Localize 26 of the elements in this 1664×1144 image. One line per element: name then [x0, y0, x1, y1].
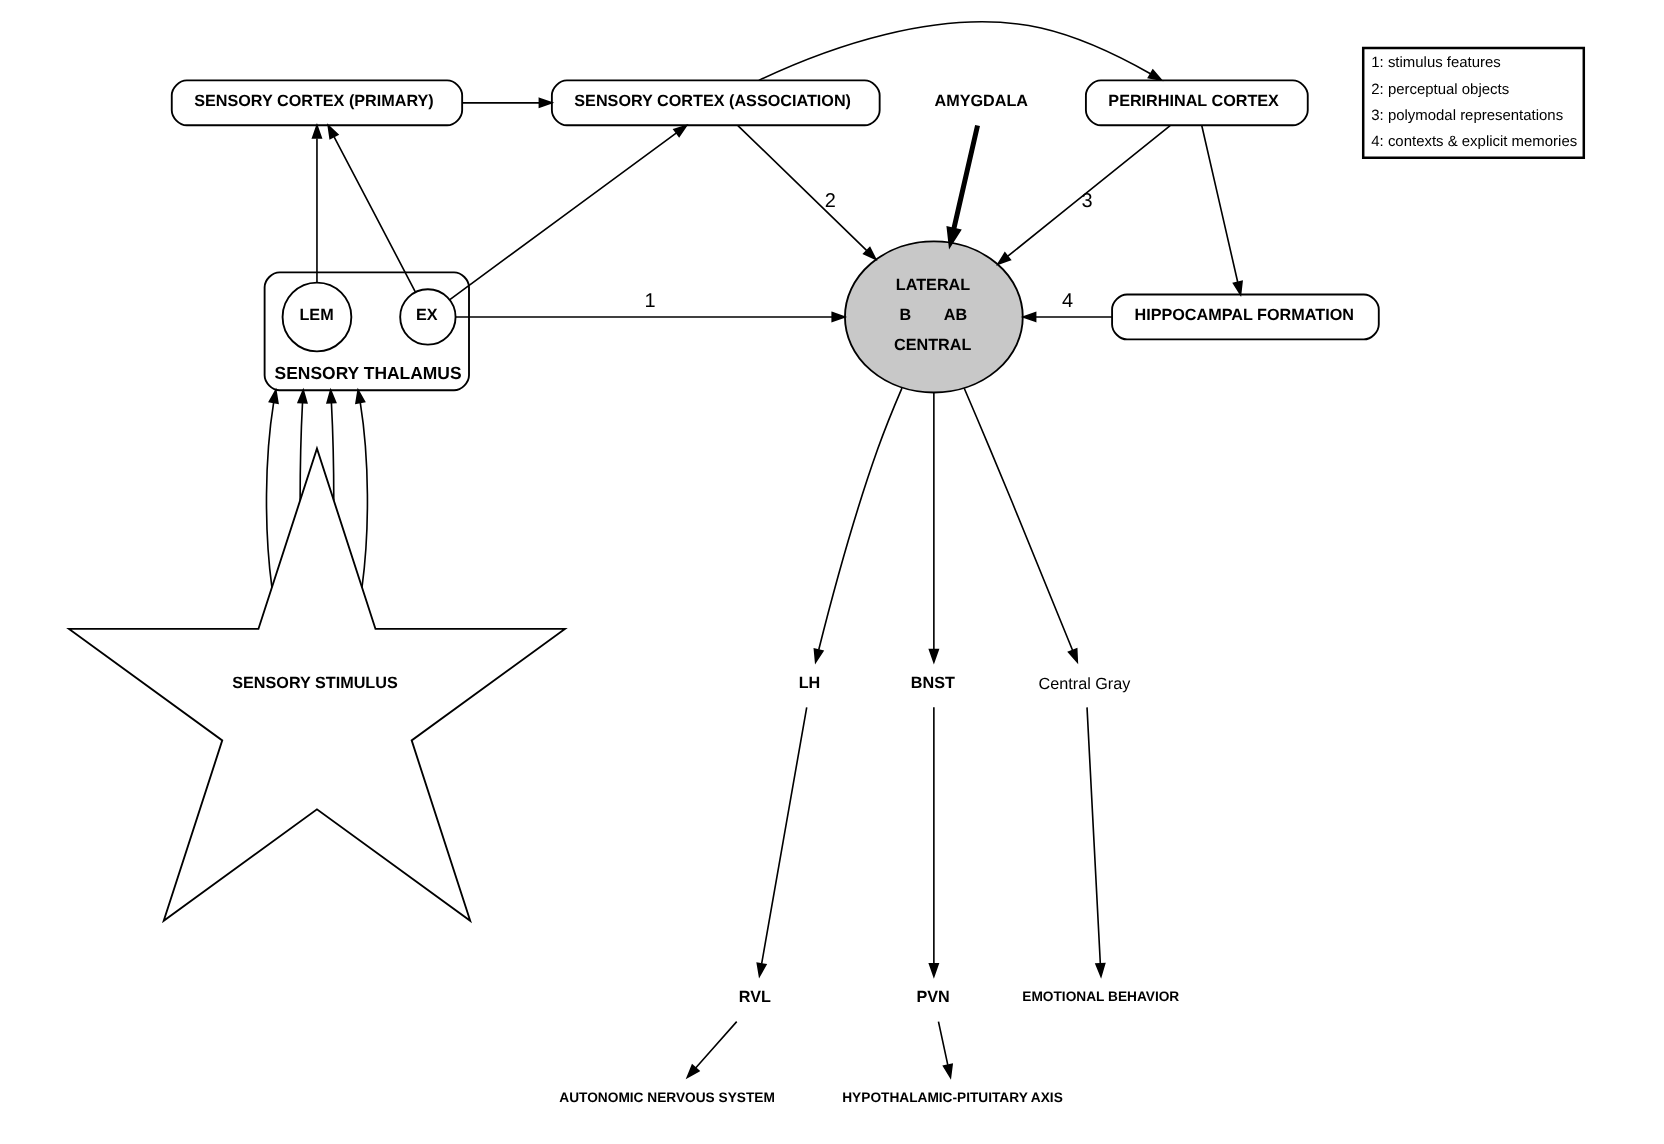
edge-label: 4 — [1061, 290, 1074, 313]
arrow — [1200, 124, 1243, 297]
edge-label: 1 — [644, 290, 656, 313]
arrow — [449, 124, 689, 301]
arrow — [325, 387, 337, 502]
arrow — [996, 124, 1171, 266]
arrow — [756, 706, 808, 979]
edge-label: 2 — [824, 191, 836, 214]
arrow — [758, 21, 1164, 82]
arrow — [685, 1020, 738, 1080]
arrow — [1086, 706, 1106, 979]
arrow — [1020, 311, 1113, 323]
arrow — [355, 387, 369, 589]
arrow — [928, 392, 940, 665]
arrow — [737, 124, 878, 262]
arrow — [937, 1020, 954, 1080]
arrow — [813, 387, 903, 665]
arrow — [327, 123, 417, 294]
arrow — [461, 97, 555, 109]
arrow — [454, 311, 848, 323]
arrow — [963, 387, 1079, 665]
arrow — [265, 387, 279, 589]
arrow — [296, 387, 308, 502]
arrow — [946, 125, 980, 250]
arrow — [928, 706, 940, 979]
arrow — [311, 123, 323, 283]
